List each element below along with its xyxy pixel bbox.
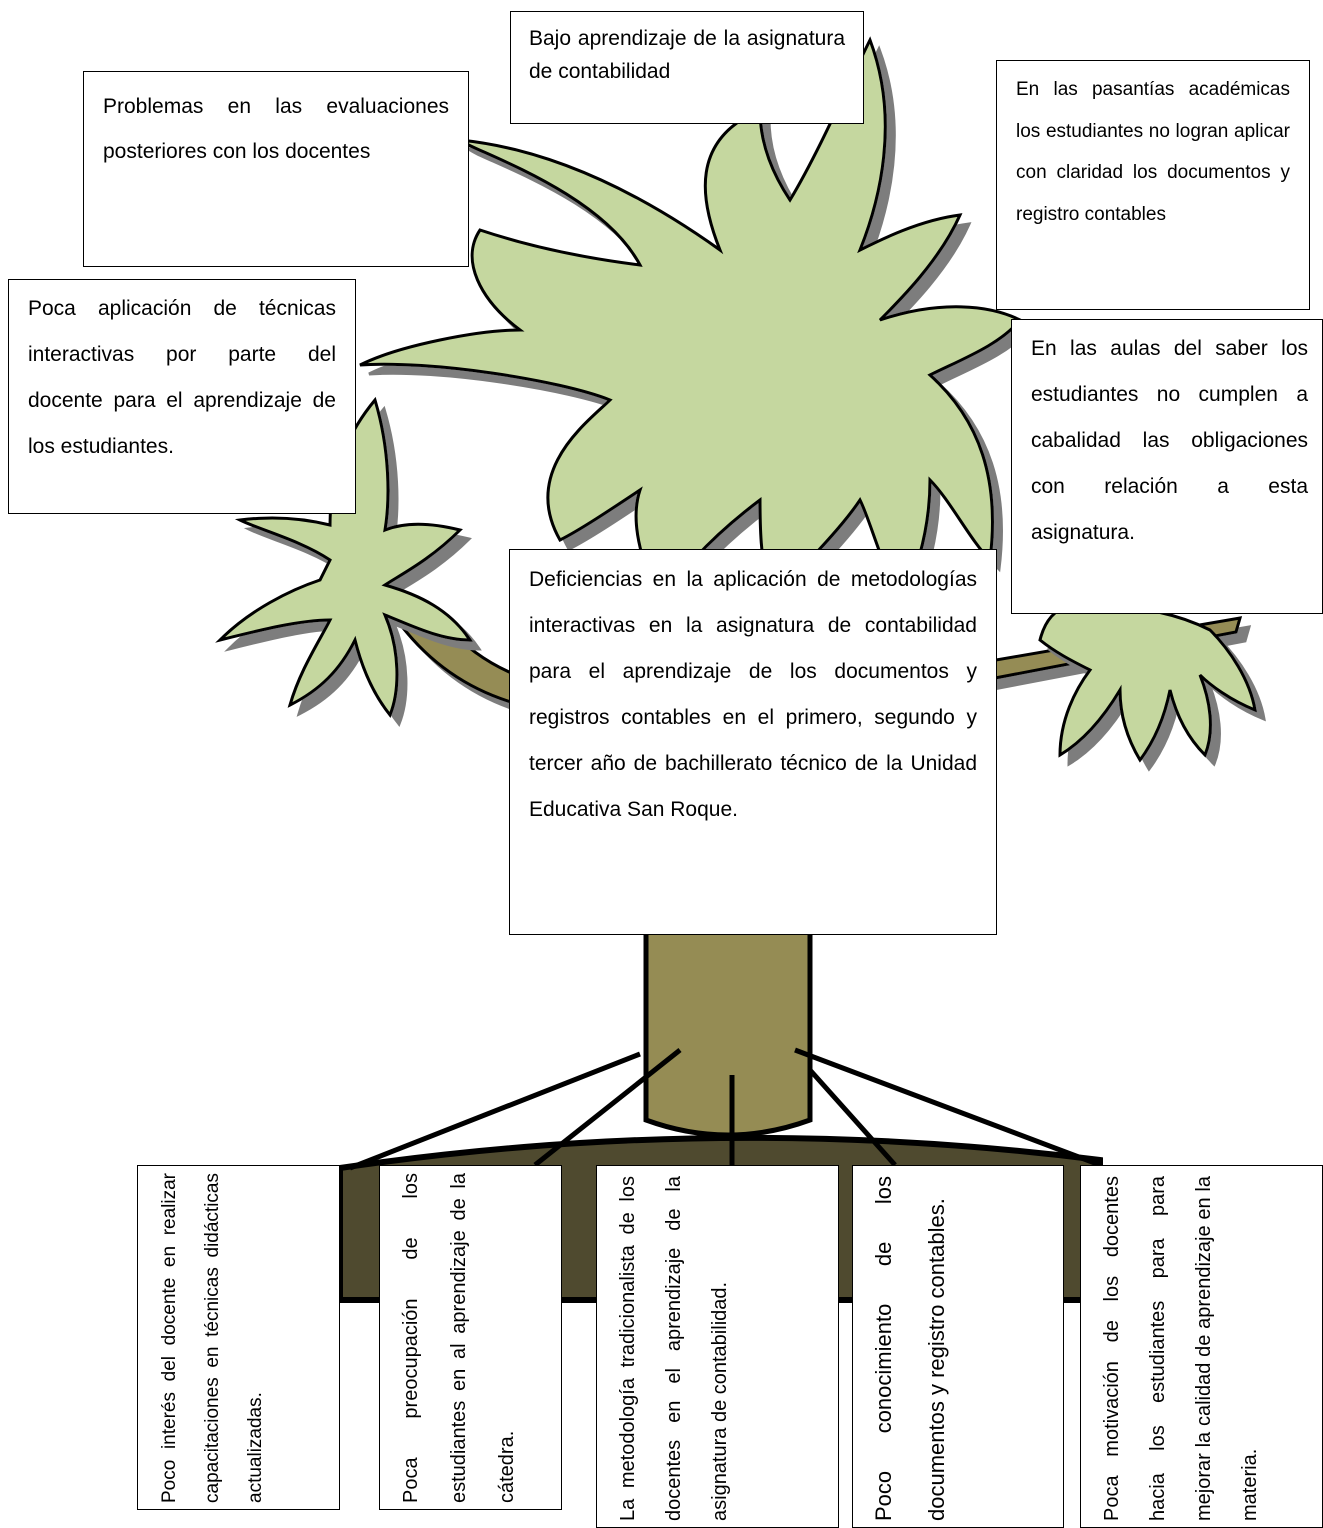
cause-box-traditional-method: La metodología tradicionalista de los do… <box>596 1165 839 1528</box>
cause-text: Poco conocimiento de los documentos y re… <box>871 1176 949 1521</box>
root-lines <box>349 1047 1101 1171</box>
effect-text: Problemas en las evaluaciones posteriore… <box>103 95 449 163</box>
main-canopy <box>359 36 1023 603</box>
effect-box-classrooms: En las aulas del saber los estudiantes n… <box>1011 319 1323 614</box>
effect-box-internships: En las pasantías académicas los estudian… <box>996 60 1310 310</box>
cause-box-document-knowledge: Poco conocimiento de los documentos y re… <box>852 1165 1064 1528</box>
cause-box-teacher-motivation: Poca motivación de los docentes hacia lo… <box>1080 1165 1323 1528</box>
central-problem-box: Deficiencias en la aplicación de metodol… <box>509 549 997 935</box>
right-canopy <box>1038 603 1257 763</box>
cause-text: Poco interés del docente en realizar cap… <box>159 1173 266 1503</box>
effect-text: Poca aplicación de técnicas interactivas… <box>28 297 336 458</box>
effect-text: En las aulas del saber los estudiantes n… <box>1031 337 1308 544</box>
effect-box-low-learning: Bajo aprendizaje de la asignatura de con… <box>510 11 864 124</box>
cause-text: Poca preocupación de los estudiantes en … <box>400 1173 518 1503</box>
cause-text: Poca motivación de los docentes hacia lo… <box>1101 1176 1261 1521</box>
cause-box-teacher-training: Poco interés del docente en realizar cap… <box>137 1165 340 1510</box>
effect-text: Bajo aprendizaje de la asignatura de con… <box>529 27 845 83</box>
effect-box-techniques: Poca aplicación de técnicas interactivas… <box>8 279 356 514</box>
effect-text: En las pasantías académicas los estudian… <box>1016 79 1290 225</box>
cause-box-student-concern: Poca preocupación de los estudiantes en … <box>379 1165 562 1510</box>
cause-text: La metodología tradicionalista de los do… <box>617 1176 731 1521</box>
central-problem-text: Deficiencias en la aplicación de metodol… <box>529 568 977 821</box>
trunk <box>643 927 813 1138</box>
effect-box-evaluations: Problemas en las evaluaciones posteriore… <box>83 71 469 267</box>
